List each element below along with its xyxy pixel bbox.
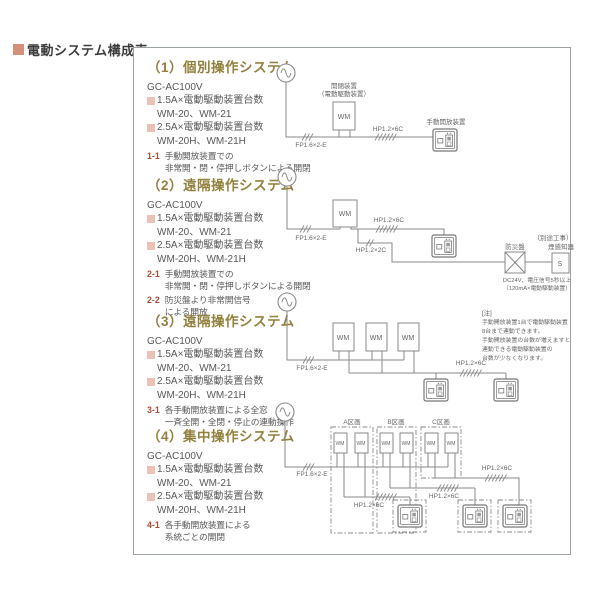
section-4-heading: （4）集中操作システム: [147, 429, 295, 444]
spec-bullet-square: [147, 492, 155, 501]
spec-row: 1.5A×電動駆動装置台数: [147, 348, 325, 362]
spec-label: 2.5A×電動駆動装置台数: [157, 491, 264, 502]
spec-label: 1.5A×電動駆動装置台数: [157, 213, 264, 224]
spec-row: 1.5A×電動駆動装置台数: [147, 94, 325, 108]
note-number: 1-1: [147, 151, 160, 161]
spec-label: 1.5A×電動駆動装置台数: [157, 95, 264, 106]
spec-models: WM-20H、WM-21H: [157, 253, 246, 265]
note-text: 防災盤より非常開信号 による開放: [164, 295, 251, 317]
spec-models: WM-20H、WM-21H: [157, 389, 246, 401]
spec-row: 1.5A×電動駆動装置台数: [147, 463, 325, 477]
section-1-heading: （1）個別操作システム: [147, 60, 295, 75]
spec-row: 2.5A×電動駆動装置台数: [147, 121, 325, 135]
spec-models: WM-20H、WM-21H: [157, 504, 246, 516]
spec-row: 2.5A×電動駆動装置台数: [147, 375, 325, 389]
page-title: 電動システム構成表: [13, 40, 148, 59]
spec-label: 2.5A×電動駆動装置台数: [157, 240, 264, 251]
note-row: 1-1 手動開放装置での 非常開・閉・停押しボタンによる開閉: [147, 151, 325, 174]
spec-bullet-square: [147, 241, 155, 250]
spec-bullet-square: [147, 214, 155, 223]
section-4-model: GC-AC100V: [147, 451, 203, 462]
page-title-text: 電動システム構成表: [27, 43, 149, 58]
note-row: 4-1 各手動開放装置による 系統ごとの開閉: [147, 520, 325, 543]
section-2-model: GC-AC100V: [147, 200, 203, 211]
spec-models: WM-20、WM-21: [157, 226, 232, 238]
spec-row: 2.5A×電動駆動装置台数: [147, 239, 325, 253]
note-row: 2-1 手動開放装置での 非常開・閉・停押しボタンによる開閉: [147, 269, 325, 292]
section-remote-system-2: （2）遠隔操作システム GC-AC100V 1.5A×電動駆動装置台数 WM-2…: [147, 174, 325, 318]
spec-models: WM-20、WM-21: [157, 362, 232, 374]
section-1-model: GC-AC100V: [147, 82, 203, 93]
spec-models: WM-20、WM-21: [157, 108, 232, 120]
spec-models: WM-20H、WM-21H: [157, 135, 246, 147]
spec-label: 1.5A×電動駆動装置台数: [157, 349, 264, 360]
spec-bullet-square: [147, 96, 155, 105]
spec-label: 1.5A×電動駆動装置台数: [157, 464, 264, 475]
spec-bullet-square: [147, 123, 155, 132]
spec-bullet-square: [147, 350, 155, 359]
note-text: 各手動開放装置による 系統ごとの開閉: [164, 520, 251, 542]
note-row: 2-2 防災盤より非常開信号 による開放: [147, 295, 325, 318]
note-text: 各手動開放装置による全窓 一斉全開・全閉・停止の連動操作: [164, 405, 294, 427]
note-row: 3-1 各手動開放装置による全窓 一斉全開・全閉・停止の連動操作: [147, 405, 325, 428]
section-3-heading: （3）遠隔操作システム: [147, 314, 295, 329]
note-text: 手動開放装置での 非常開・閉・停押しボタンによる開閉: [164, 151, 311, 173]
note-number: 2-2: [147, 295, 160, 305]
note-text: 手動開放装置での 非常開・閉・停押しボタンによる開閉: [164, 269, 311, 291]
section-central-system: （4）集中操作システム GC-AC100V 1.5A×電動駆動装置台数 WM-2…: [147, 425, 325, 543]
spec-bullet-square: [147, 465, 155, 474]
note-number: 4-1: [147, 520, 160, 530]
spec-label: 2.5A×電動駆動装置台数: [157, 376, 264, 387]
spec-row: 2.5A×電動駆動装置台数: [147, 490, 325, 504]
note-number: 2-1: [147, 269, 160, 279]
section-individual-system: （1）個別操作システム GC-AC100V 1.5A×電動駆動装置台数 WM-2…: [147, 56, 325, 174]
title-bullet-square: [13, 44, 24, 55]
section-2-heading: （2）遠隔操作システム: [147, 178, 295, 193]
note-number: 3-1: [147, 405, 160, 415]
spec-label: 2.5A×電動駆動装置台数: [157, 122, 264, 133]
spec-models: WM-20、WM-21: [157, 477, 232, 489]
section-remote-system-3: （3）遠隔操作システム GC-AC100V 1.5A×電動駆動装置台数 WM-2…: [147, 310, 325, 428]
spec-row: 1.5A×電動駆動装置台数: [147, 212, 325, 226]
section-3-model: GC-AC100V: [147, 336, 203, 347]
spec-bullet-square: [147, 377, 155, 386]
